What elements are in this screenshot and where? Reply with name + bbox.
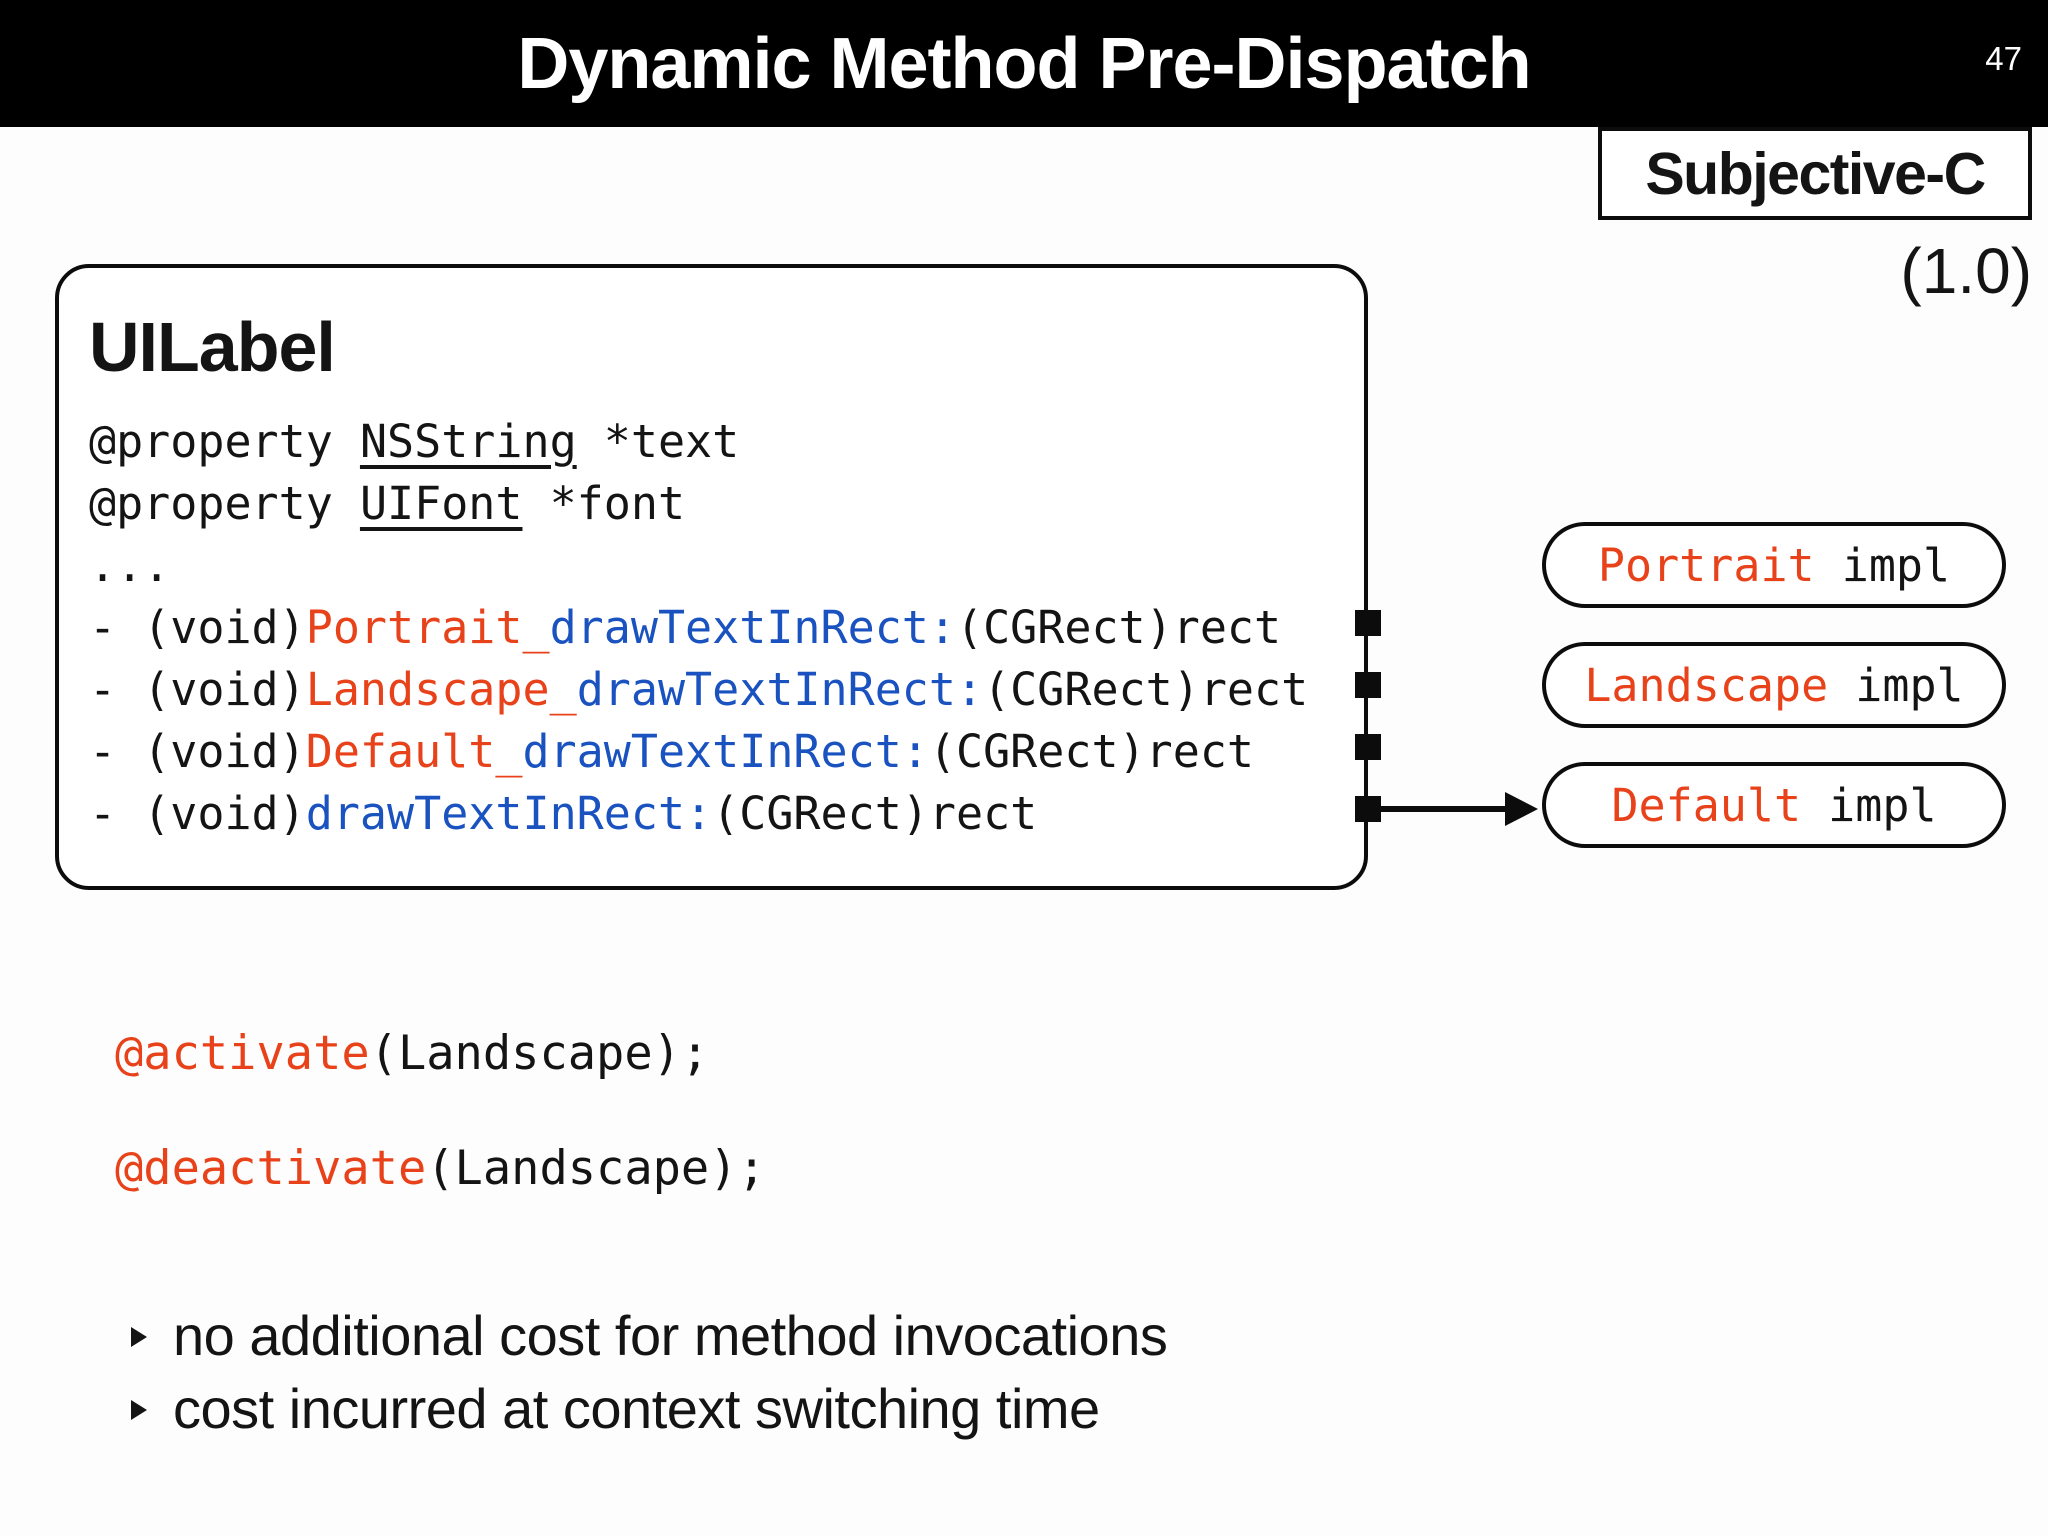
pill-label: impl (1814, 538, 1951, 592)
bullet-item: cost incurred at context switching time (131, 1373, 1100, 1443)
pill-context: Portrait (1597, 538, 1815, 592)
selector-name: drawTextInRect: (549, 600, 956, 654)
dispatch-arrow-head-icon (1505, 792, 1538, 826)
impl-pill-portrait: Portrait impl (1542, 522, 2006, 608)
impl-pill-landscape: Landscape impl (1542, 642, 2006, 728)
activate-snippet: @activate(Landscape); (115, 1022, 709, 1084)
type-name: NSString (359, 414, 577, 468)
method-line: - (void)Landscape_drawTextInRect:(CGRect… (89, 658, 1308, 720)
code-text: (CGRect)rect (955, 600, 1282, 654)
selector-name: drawTextInRect: (522, 724, 929, 778)
property-line: @property NSString *text (89, 410, 1308, 472)
code-text: @property (89, 414, 360, 468)
pill-label: impl (1801, 778, 1937, 832)
code-text: *font (522, 476, 686, 530)
slide-number: 47 (1985, 40, 2022, 77)
bullet-text: no additional cost for method invocation… (173, 1303, 1168, 1367)
selector-name: drawTextInRect: (576, 662, 984, 716)
type-name: UIFont (359, 476, 523, 530)
method-line: - (void)Default_drawTextInRect:(CGRect)r… (89, 720, 1308, 782)
dispatch-arrow-line (1381, 806, 1507, 812)
code-text: *text (576, 414, 740, 468)
badge-label: Subjective-C (1645, 140, 1986, 207)
subjective-c-badge: Subjective-C (1598, 127, 2032, 220)
code-text: - (void) (89, 724, 306, 778)
uilabel-class-box: UILabel @property NSString *text @proper… (55, 264, 1368, 890)
code-text: (Landscape); (369, 1025, 710, 1081)
code-text: - (void) (89, 786, 306, 840)
pill-context: Default (1611, 778, 1802, 832)
directive-keyword: @deactivate (115, 1140, 427, 1196)
connector-square-icon (1355, 796, 1381, 822)
context-prefix: Landscape_ (305, 662, 577, 716)
connector-square-icon (1355, 672, 1381, 698)
code-text: (CGRect)rect (928, 724, 1254, 778)
property-line: @property UIFont *font (89, 472, 1308, 534)
connector-square-icon (1355, 610, 1381, 636)
impl-pill-default: Default impl (1542, 762, 2006, 848)
code-text: - (void) (89, 662, 306, 716)
code-text: - (void) (89, 600, 306, 654)
connector-square-icon (1355, 734, 1381, 760)
pill-context: Landscape (1584, 658, 1829, 712)
page-title: Dynamic Method Pre-Dispatch (517, 23, 1531, 104)
method-line: - (void)Portrait_drawTextInRect:(CGRect)… (89, 596, 1308, 658)
method-line: - (void)drawTextInRect:(CGRect)rect (89, 782, 1308, 844)
pill-label: impl (1828, 658, 1964, 712)
context-prefix: Default_ (305, 724, 523, 778)
class-code-block: @property NSString *text @property UIFon… (89, 410, 1308, 844)
directive-keyword: @activate (115, 1025, 370, 1081)
code-text: (CGRect)rect (983, 662, 1309, 716)
version-label: (1.0) (1900, 235, 2032, 307)
triangle-bullet-icon (131, 1327, 147, 1347)
deactivate-snippet: @deactivate(Landscape); (115, 1137, 766, 1199)
bullet-item: no additional cost for method invocation… (131, 1300, 1168, 1370)
context-prefix: Portrait_ (305, 600, 550, 654)
bullet-text: cost incurred at context switching time (173, 1376, 1100, 1440)
selector-name: drawTextInRect: (305, 786, 713, 840)
ellipsis-line: ... (89, 538, 171, 592)
class-name: UILabel (89, 308, 336, 386)
triangle-bullet-icon (131, 1400, 147, 1420)
code-text: @property (89, 476, 360, 530)
title-bar (0, 0, 2048, 127)
code-text: (Landscape); (426, 1140, 766, 1196)
code-text: (CGRect)rect (712, 786, 1038, 840)
